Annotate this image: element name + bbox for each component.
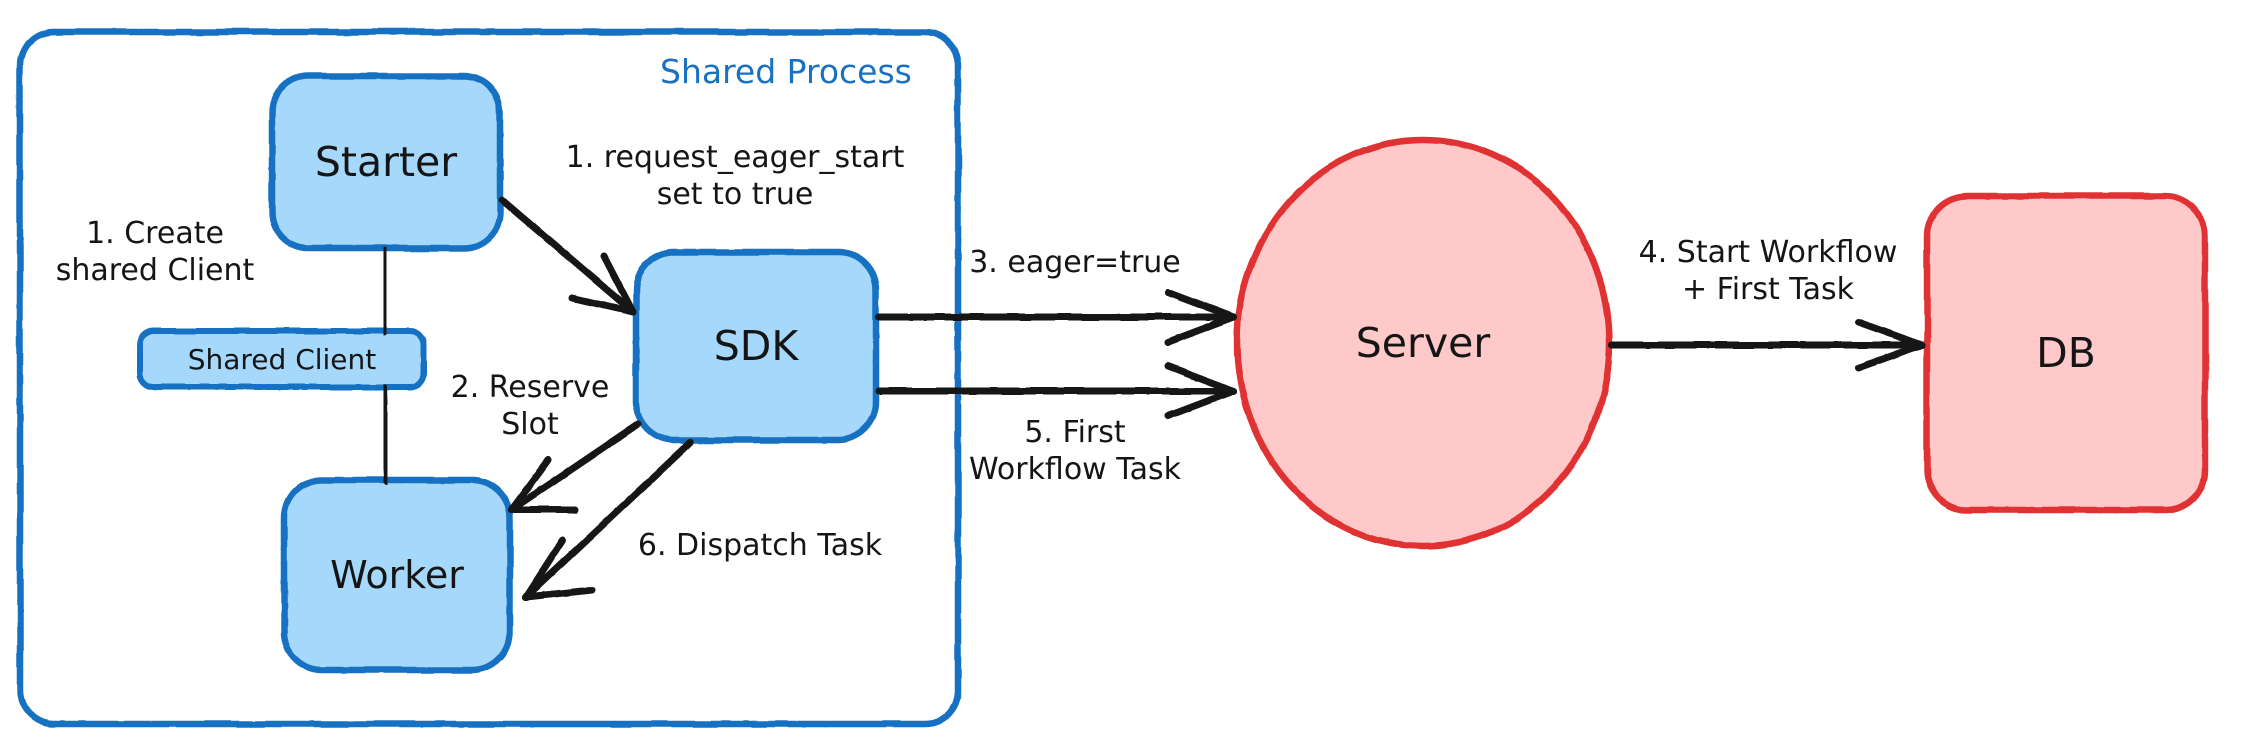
node-shared-client-shape[interactable] <box>137 328 427 390</box>
node-server-shape[interactable] <box>1233 136 1613 550</box>
node-starter-shape[interactable] <box>268 72 504 252</box>
edge-label-first-workflow-task: 5. First Workflow Task <box>968 415 1182 487</box>
edge-request-eager-start <box>498 196 637 316</box>
edge-label-create-shared-client: 1. Create shared Client <box>55 216 255 288</box>
edge-shared-client-worker <box>380 383 391 486</box>
edge-create-shared-client <box>380 246 390 336</box>
node-db-shape[interactable] <box>1923 192 2209 514</box>
shared-process-title: Shared Process <box>660 52 912 91</box>
edge-start-workflow <box>1608 318 1926 372</box>
edge-first-workflow-task <box>875 362 1238 420</box>
edge-label-dispatch-task: 6. Dispatch Task <box>637 528 883 563</box>
node-worker-shape[interactable] <box>280 476 514 674</box>
edge-reserve-slot <box>507 420 642 514</box>
edge-label-request-eager-start: 1. request_eager_start set to true <box>565 140 905 212</box>
shared-process-container[interactable] <box>16 28 962 728</box>
edge-dispatch-task <box>522 439 694 601</box>
node-sdk-shape[interactable] <box>632 248 880 444</box>
edge-label-start-workflow: 4. Start Workflow + First Task <box>1638 235 1898 307</box>
edge-eager-true <box>875 288 1238 346</box>
edge-label-reserve-slot: 2. Reserve Slot <box>450 370 610 442</box>
edge-label-eager-true: 3. eager=true <box>969 245 1181 280</box>
